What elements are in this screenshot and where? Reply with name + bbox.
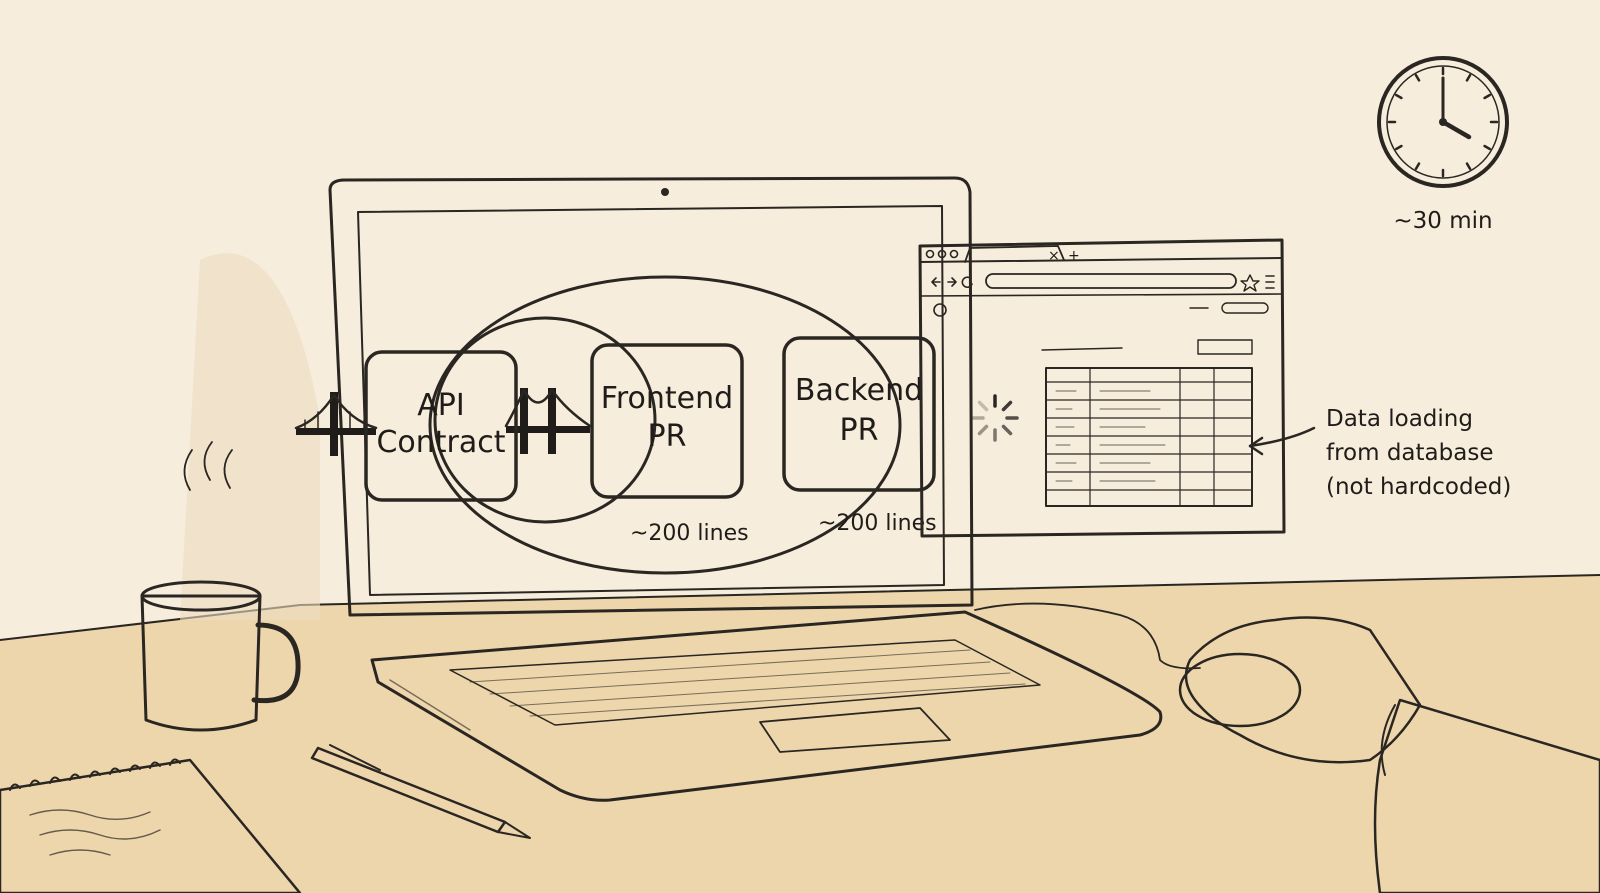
clock-ticks	[1387, 66, 1499, 178]
new-tab-icon[interactable]: +	[1068, 248, 1080, 264]
mouse-and-hand	[974, 602, 1600, 893]
clock-center	[1439, 118, 1447, 126]
coffee-mug	[140, 441, 301, 732]
keyboard	[449, 639, 1041, 726]
cuff-line	[1380, 704, 1396, 776]
action-button[interactable]	[1197, 339, 1253, 355]
clock-tick	[1483, 144, 1492, 151]
address-bar[interactable]	[985, 273, 1237, 289]
notebook-page	[0, 758, 302, 893]
mouse-cable	[974, 602, 1201, 670]
clock-hour-hand	[1440, 119, 1472, 140]
api-box-line-2: Contract	[376, 425, 505, 460]
notebook-scribbles	[29, 809, 161, 856]
steam-icon	[183, 441, 233, 491]
desk	[0, 575, 1600, 893]
mug-body	[140, 594, 262, 732]
browser-tab	[964, 245, 1065, 263]
annotation-line-3: (not hardcoded)	[1326, 474, 1511, 500]
wall-shadow	[180, 253, 320, 620]
backend-box-line-1: Backend	[795, 373, 923, 408]
bridge-icon-left	[294, 392, 378, 456]
mug-rim	[140, 580, 262, 612]
frontend-loop-label: ~200 lines	[630, 521, 749, 546]
browser-frame	[918, 238, 1286, 538]
page-heading-line	[1041, 347, 1123, 351]
reload-icon[interactable]	[961, 276, 973, 288]
backend-box-line-2: PR	[840, 413, 879, 448]
laptop-base	[370, 610, 1163, 802]
sleeve	[1373, 698, 1600, 893]
keyboard-rows	[469, 649, 1026, 717]
bookmark-star-icon[interactable]	[1240, 274, 1260, 292]
laptop-lid	[328, 176, 974, 617]
flow-diagram: API Contract Frontend PR Backend PR ~200…	[294, 275, 937, 575]
clock-face	[1386, 65, 1500, 179]
frontend-box-line-2: PR	[648, 419, 687, 454]
browser-window: × +	[918, 238, 1286, 538]
clock-tick	[1414, 162, 1421, 171]
annotation-line-1: Data loading	[1326, 406, 1473, 432]
notebook-spiral	[9, 758, 181, 791]
clock-tick	[1483, 93, 1492, 100]
menu-icon[interactable]	[1265, 275, 1275, 289]
clock-tick	[1394, 144, 1403, 151]
mug-handle	[251, 622, 301, 704]
backend-pr-box	[782, 336, 936, 492]
toolbar-line	[919, 293, 1283, 297]
backend-loop-label: ~200 lines	[818, 511, 937, 536]
back-icon[interactable]	[931, 277, 941, 287]
laptop	[328, 176, 1163, 802]
window-dot-icon	[937, 249, 947, 259]
frontend-box-line-1: Frontend	[601, 381, 733, 416]
api-contract-box	[364, 350, 518, 502]
hand	[1184, 616, 1422, 764]
annotation-line-2: from database	[1326, 440, 1493, 466]
clock-tick	[1394, 93, 1403, 100]
inner-loop	[433, 316, 657, 524]
wall-clock	[1377, 56, 1509, 188]
pen-icon	[310, 744, 531, 839]
window-dot-icon	[925, 249, 935, 259]
clock-tick	[1465, 162, 1472, 171]
outer-loop	[428, 275, 902, 575]
loading-spinner-icon	[971, 394, 1019, 442]
api-box-line-1: API	[417, 388, 464, 423]
clock-tick	[1465, 73, 1472, 82]
annotation-arrow-icon	[1248, 426, 1316, 456]
laptop-ports	[389, 679, 471, 731]
clock-rim	[1377, 56, 1509, 188]
computer-mouse	[1178, 652, 1302, 728]
page-button[interactable]	[1221, 302, 1269, 314]
data-table	[1045, 367, 1253, 507]
frontend-pr-box	[590, 343, 744, 499]
forward-icon[interactable]	[947, 277, 957, 287]
close-tab-icon[interactable]: ×	[1048, 248, 1060, 264]
site-logo-icon	[933, 303, 947, 317]
webcam-icon	[661, 188, 669, 196]
tab-bar-line	[919, 257, 1283, 263]
window-dot-icon	[949, 249, 959, 259]
clock-label: ~30 min	[1393, 208, 1492, 234]
notebook	[0, 758, 302, 893]
clock-tick	[1414, 73, 1421, 82]
trackpad	[759, 707, 951, 753]
